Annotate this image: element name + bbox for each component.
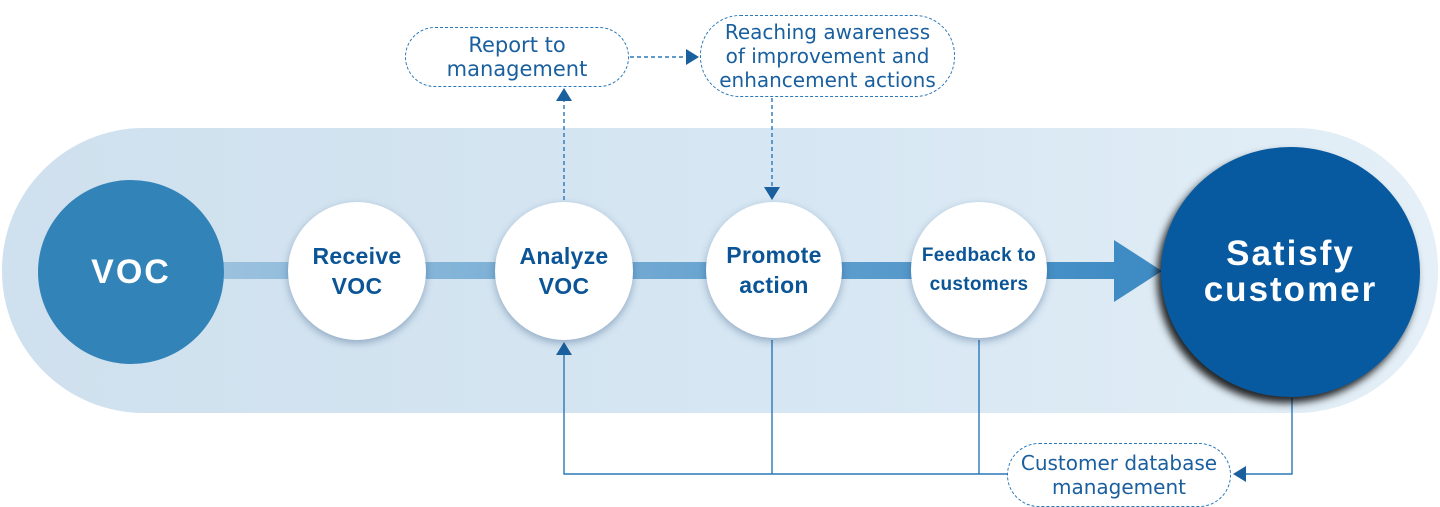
- feedback-loop-line: [563, 354, 1008, 475]
- flow-arrow-head: [1114, 240, 1162, 302]
- node-promote-line-1: Promote: [726, 242, 822, 268]
- node-analyze-line-2: VOC: [538, 273, 590, 299]
- flow-bar: [210, 262, 1120, 279]
- node-feedback-to-customers: Feedback to customers: [911, 202, 1047, 338]
- note-awareness-line-2: of improvement and: [725, 44, 930, 68]
- arrowhead-right-awareness: [686, 49, 699, 65]
- node-receive-line-2: VOC: [331, 273, 383, 299]
- note-reaching-awareness: Reaching awareness of improvement and en…: [700, 15, 955, 97]
- arrowhead-down-promote: [764, 187, 780, 200]
- node-receive-line-1: Receive: [312, 243, 402, 269]
- node-analyze-voc: Analyze VOC: [495, 202, 633, 340]
- node-voc-label: VOC: [91, 252, 171, 291]
- node-analyze-line-1: Analyze: [519, 243, 609, 269]
- arrowhead-left-database: [1233, 466, 1246, 482]
- node-feedback-line-2: customers: [929, 274, 1029, 295]
- node-satisfy-line-1: Satisfy: [1226, 234, 1355, 273]
- node-receive-voc: Receive VOC: [288, 202, 426, 340]
- node-promote-action: Promote action: [706, 202, 842, 338]
- note-report-line-1: Report to: [468, 33, 566, 57]
- note-database-line-2: management: [1052, 475, 1186, 499]
- arrowhead-up-report: [556, 88, 572, 101]
- note-awareness-line-1: Reaching awareness: [724, 20, 931, 44]
- note-database-line-1: Customer database: [1020, 451, 1218, 475]
- loop-line-satisfy-database: [1245, 398, 1293, 475]
- node-promote-line-2: action: [739, 272, 809, 298]
- node-satisfy-line-2: customer: [1203, 270, 1378, 309]
- node-feedback-line-1: Feedback to: [921, 245, 1037, 266]
- note-awareness-line-3: enhancement actions: [719, 68, 936, 92]
- note-report-to-management: Report to management: [405, 27, 629, 87]
- note-report-line-2: management: [446, 57, 588, 81]
- node-voc: VOC: [38, 180, 224, 364]
- arrowhead-up-analyze: [556, 342, 572, 355]
- node-satisfy-customer: Satisfy customer: [1161, 147, 1420, 397]
- note-customer-database-management: Customer database management: [1007, 443, 1231, 507]
